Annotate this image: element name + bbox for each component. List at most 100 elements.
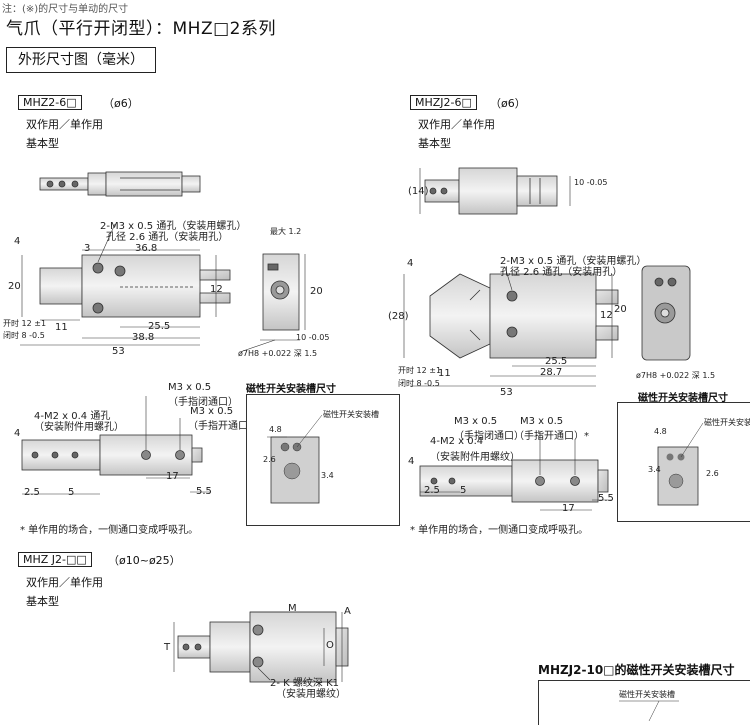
dim-3: 3 xyxy=(84,243,91,254)
port-close-size-right: M3 x 0.5 xyxy=(454,416,498,427)
dim-28-7: 28.7 xyxy=(540,367,563,378)
dim-O: O xyxy=(326,640,334,651)
left-side-view xyxy=(262,253,300,331)
dim-20a: 20 xyxy=(8,281,21,292)
dim-2-6-right: 2.6 xyxy=(706,469,719,478)
dim-hole-note2: 孔径 2.6 通孔（安装用孔） xyxy=(106,232,229,243)
dim-hole-note2-right: 孔径 2.6 通孔（安装用孔） xyxy=(500,267,623,278)
switch-groove-panel-right: 磁性开关安装槽 4.8 2.6 3.4 xyxy=(617,402,750,522)
dim-4-mid: 4 xyxy=(14,428,21,439)
section-heading: 外形尺寸图（毫米） xyxy=(6,47,156,73)
dim-11: 11 xyxy=(55,322,68,333)
dim-max-width: 最大 1.2 xyxy=(270,227,302,236)
dim-12: 12 xyxy=(210,284,223,295)
dim-M: M xyxy=(288,603,297,614)
switch-groove-label: 磁性开关安装槽 xyxy=(323,410,379,419)
dim-4-8: 4.8 xyxy=(269,425,282,434)
dim-2-5-right: 2.5 xyxy=(424,485,440,496)
bottom-switch-title: MHZJ2-10□的磁性开关安装槽尺寸 xyxy=(538,663,735,677)
dim-open-stroke: 开时 12 ±1 xyxy=(3,319,47,328)
action-type-label: 双作用／单作用 xyxy=(26,118,103,131)
switch-panel-title: 磁性开关安装槽尺寸 xyxy=(246,384,336,395)
mount-hole-note: （安装附件用螺孔） xyxy=(34,422,124,433)
base-type-label-right: 基本型 xyxy=(418,137,451,150)
dim-bore-depth-right: ø7H8 +0.022 深 1.5 xyxy=(636,371,716,380)
dim-53-right: 53 xyxy=(500,387,513,398)
dim-10-tol-right: 10 -0.05 xyxy=(574,178,608,187)
mount-hole-note-right: （安装附件用螺纹） xyxy=(430,452,520,463)
dim-36-8: 36.8 xyxy=(135,243,158,254)
mount-hole-size: 4-M2 x 0.4 通孔 xyxy=(34,411,111,422)
dim-5: 5 xyxy=(68,487,75,498)
dim-17: 17 xyxy=(166,471,179,482)
bottom-switch-panel: 磁性开关安装槽 xyxy=(538,680,750,725)
right-top-view xyxy=(424,167,558,215)
dim-closed-stroke-right: 闭时 8 -0.5 xyxy=(398,379,440,388)
action-type-label-bottom: 双作用／单作用 xyxy=(26,576,103,589)
dim-A: A xyxy=(344,606,351,617)
left-mid-view xyxy=(21,434,203,476)
dim-20b: 20 xyxy=(310,286,323,297)
dim-25-5-right: 25.5 xyxy=(545,356,568,367)
model-tag-mhzj2-series: MHZ J2-□□ xyxy=(18,552,92,567)
port-close-note-right: （手指闭通口） xyxy=(454,431,524,442)
dim-28: (28) xyxy=(388,311,409,322)
bottom-switch-groove-label: 磁性开关安装槽 xyxy=(619,690,675,699)
dim-11-right: 11 xyxy=(438,368,451,379)
dim-4-mid-right: 4 xyxy=(408,456,415,467)
bore-size-label: （ø6） xyxy=(103,97,139,110)
right-front-view xyxy=(429,273,619,359)
cut-header-text: 注：(※)的尺寸与单动的尺寸 xyxy=(2,4,129,15)
dim-38-8: 38.8 xyxy=(132,332,155,343)
action-type-label-right: 双作用／单作用 xyxy=(418,118,495,131)
dim-2-5: 2.5 xyxy=(24,487,40,498)
dim-open-stroke-right: 开时 12 ±1 xyxy=(398,366,442,375)
model-tag-mhzj2-6: MHZJ2-6□ xyxy=(410,95,477,110)
switch-groove-label-right: 磁性开关安装槽 xyxy=(704,418,750,427)
thread-hole-spec: 2- K 螺纹深 K1 xyxy=(270,678,339,689)
dim-17-right: 17 xyxy=(562,503,575,514)
dim-2-6: 2.6 xyxy=(263,455,276,464)
left-front-dim-lines xyxy=(20,223,217,346)
dim-3-4-right: 3.4 xyxy=(648,465,661,474)
dim-12-right: 12 xyxy=(600,310,613,321)
base-type-label: 基本型 xyxy=(26,137,59,150)
dim-10-tol: 10 -0.05 xyxy=(296,333,330,342)
bottom-left-view xyxy=(177,611,349,683)
port-open-note-right: （手指开通口）* xyxy=(514,431,589,442)
base-type-label-bottom: 基本型 xyxy=(26,595,59,608)
dim-hole-note1: 2-M3 x 0.5 通孔（安装用螺孔） xyxy=(100,221,247,232)
dim-5-5: 5.5 xyxy=(196,486,212,497)
left-front-view xyxy=(39,254,231,318)
dim-4-right: 4 xyxy=(407,258,414,269)
dim-bore-depth: ø7H8 +0.022 深 1.5 xyxy=(238,349,318,358)
footnote-single-action: * 单作用的场合，一侧通口变成呼吸孔。 xyxy=(20,525,199,536)
dim-hole-note1-right: 2-M3 x 0.5 通孔（安装用螺孔） xyxy=(500,256,647,267)
dim-3-4: 3.4 xyxy=(321,471,334,480)
dim-20-right: 20 xyxy=(614,304,627,315)
dim-4: 4 xyxy=(14,236,21,247)
dim-25-5: 25.5 xyxy=(148,321,171,332)
bore-size-label-right: （ø6） xyxy=(490,97,526,110)
bore-range-label: （ø10~ø25） xyxy=(108,554,181,567)
port-open-note: （手指开通口）* xyxy=(188,421,263,432)
dim-closed-stroke: 闭时 8 -0.5 xyxy=(3,331,45,340)
dim-14: (14) xyxy=(408,186,429,197)
switch-panel-title-right: 磁性开关安装槽尺寸 xyxy=(638,393,728,404)
right-mid-view xyxy=(419,459,609,503)
dim-5-right: 5 xyxy=(460,485,467,496)
model-tag-mhz2-6: MHZ2-6□ xyxy=(18,95,82,110)
port-open-size-right: M3 x 0.5 xyxy=(520,416,564,427)
thread-hole-note: （安装用螺纹） xyxy=(276,689,346,700)
right-side-view xyxy=(641,265,691,361)
footnote-single-action-right: * 单作用的场合，一侧通口变成呼吸孔。 xyxy=(410,525,589,536)
port-close-note: （手指闭通口） xyxy=(168,397,238,408)
mount-hole-size-right: 4-M2 x 0.4 xyxy=(430,436,484,447)
dim-T: T xyxy=(164,642,171,653)
dim-5-5-right: 5.5 xyxy=(598,493,614,504)
port-close-size: M3 x 0.5 xyxy=(168,382,212,393)
port-open-size: M3 x 0.5 xyxy=(190,406,234,417)
left-top-view xyxy=(39,171,201,197)
page-title: 气爪（平行开闭型）：MHZ□2系列 xyxy=(6,19,276,39)
